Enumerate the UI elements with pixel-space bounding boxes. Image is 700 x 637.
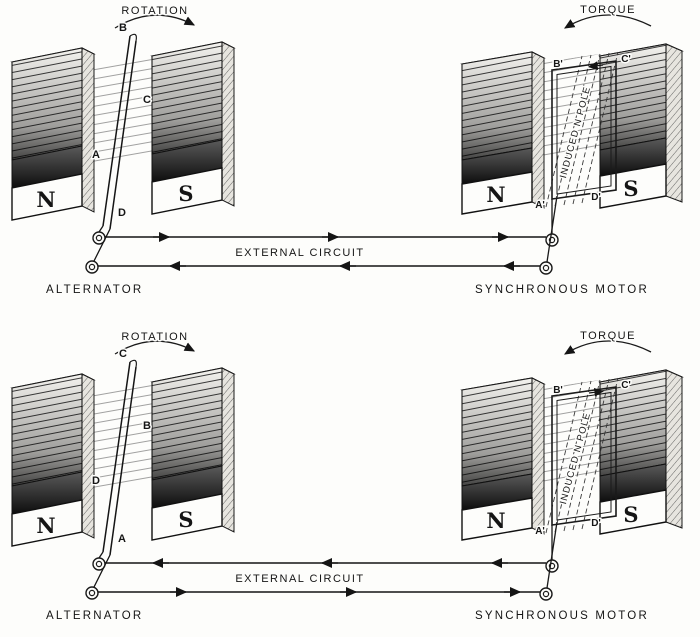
alternator-south-pole-label: S (178, 181, 193, 206)
torque-label: TORQUE (580, 330, 636, 342)
motor-south-pole-label: S (623, 176, 638, 201)
motor-south-pole-label: S (623, 502, 638, 527)
alternator-south-pole-label: S (178, 507, 193, 532)
motor-north-pole-label: N (486, 508, 505, 533)
alternator-north-pole-label: N (36, 187, 55, 212)
rotation-label: ROTATION (121, 5, 188, 17)
motor-coil-point-bottom-right: D' (591, 518, 601, 529)
rotation-arrow (114, 14, 196, 29)
external-circuit-label: EXTERNAL CIRCUIT (235, 573, 364, 585)
coil-current-arrow (588, 388, 605, 397)
motor-caption: SYNCHRONOUS MOTOR (475, 610, 649, 622)
coil-point-left: A (92, 149, 100, 161)
alternator-caption: ALTERNATOR (46, 610, 143, 622)
motor-coil-point-bottom-right: D' (591, 192, 601, 203)
motor-coil-point-top-left: B' (553, 59, 563, 70)
alternator-caption: ALTERNATOR (46, 284, 143, 296)
coil-point-top: C (119, 348, 127, 360)
external-circuit-label: EXTERNAL CIRCUIT (235, 247, 364, 259)
motor-north-pole-label: N (486, 182, 505, 207)
alternator-north-pole-label: N (36, 513, 55, 538)
rotation-label: ROTATION (121, 331, 188, 343)
coil-point-bottom: D (118, 207, 126, 219)
coil-point-mid: C (143, 94, 151, 106)
motor-coil-point-top-right: C' (621, 380, 631, 391)
motor-coil-point-top-right: C' (621, 54, 631, 65)
motor-caption: SYNCHRONOUS MOTOR (475, 284, 649, 296)
figure-bottom: ROTATION TORQUE EXTERNAL CIRCUIT ALTERNA… (11, 329, 683, 622)
coil-point-left: D (92, 475, 100, 487)
coil-point-top: B (119, 22, 127, 34)
torque-arrow (564, 14, 652, 29)
rotation-arrow (114, 340, 196, 355)
motor-coil-point-bottom-left: A' (535, 526, 545, 537)
coil-point-bottom: A (118, 533, 126, 545)
coil-current-arrow (587, 61, 604, 70)
torque-arrow (564, 340, 652, 355)
coil-point-mid: B (143, 420, 151, 432)
torque-label: TORQUE (580, 4, 636, 16)
motor-coil-point-top-left: B' (553, 385, 563, 396)
figure-top: ROTATION TORQUE EXTERNAL CIRCUIT ALTERNA… (11, 3, 683, 296)
motor-coil-point-bottom-left: A' (535, 200, 545, 211)
